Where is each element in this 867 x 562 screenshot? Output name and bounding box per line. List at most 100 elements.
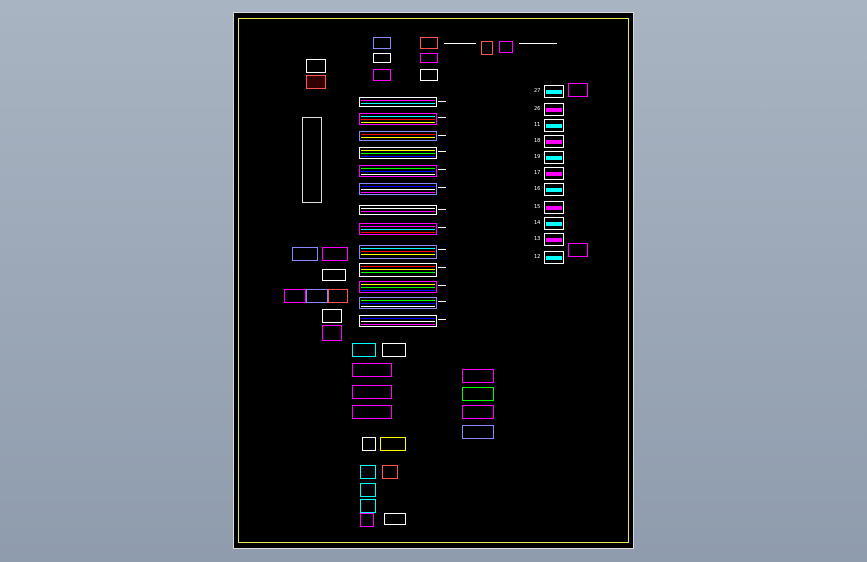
right-detail-block [544,201,564,214]
title-text-line-2 [519,43,557,44]
schematic-leader-line [438,117,446,118]
lower-block-12 [360,513,374,527]
top-block-3 [373,53,391,63]
detail-fill [546,140,562,144]
detail-fill [546,238,562,242]
lower-block-8 [360,465,376,479]
right-row-label: 11 [534,122,541,128]
lower-block-5 [352,405,392,419]
schematic-wire [361,189,435,190]
right-detail-block [544,103,564,116]
cluster-block-4 [284,289,306,303]
schematic-wire [361,251,435,252]
right-detail-block [544,233,564,246]
sheet-border-frame [238,18,629,543]
schematic-wire [361,284,435,285]
cluster-block-2 [322,247,348,261]
right-detail-block [544,135,564,148]
schematic-wire [361,171,435,172]
schematic-leader-line [438,187,446,188]
schematic-row-6 [359,183,437,195]
lower-block-3 [352,363,392,377]
schematic-row-1 [359,97,437,107]
schematic-wire [361,192,435,193]
right-row-label: 12 [534,254,541,260]
detail-fill [546,124,562,128]
schematic-wire [361,254,435,255]
schematic-wire [361,122,435,123]
left-symbol-2 [306,75,326,89]
top-block-7 [481,41,493,55]
detail-fill [546,90,562,94]
lower-block-11 [360,499,376,513]
schematic-wire [361,287,435,288]
detail-fill [546,256,562,260]
schematic-wire [361,226,435,227]
lower-block-9 [382,465,398,479]
cluster-block-7 [322,309,342,323]
schematic-wire [361,156,435,157]
detail-fill [546,172,562,176]
right-detail-block [544,151,564,164]
schematic-wire [361,137,435,138]
right-row-label: 17 [534,170,541,176]
schematic-wire [361,174,435,175]
right-detail-block [544,251,564,264]
schematic-leader-line [438,151,446,152]
schematic-row-2 [359,113,437,125]
right-detail-block [544,217,564,230]
right-detail-block [544,183,564,196]
schematic-row-4 [359,147,437,159]
schematic-leader-line [438,135,446,136]
top-block-2 [420,37,438,49]
schematic-row-7 [359,205,437,215]
detail-fill [546,222,562,226]
schematic-wire [361,248,435,249]
schematic-wire [361,318,435,319]
cluster-block-8 [322,325,342,341]
schematic-wire [361,103,435,104]
right-detail-block [544,167,564,180]
schematic-leader-line [438,209,446,210]
right-lower-block-2 [462,387,494,401]
right-row-label: 13 [534,236,541,242]
schematic-row-11 [359,281,437,293]
top-block-8 [499,41,513,53]
schematic-wire [361,290,435,291]
schematic-wire [361,269,435,270]
schematic-wire [361,300,435,301]
schematic-leader-line [438,227,446,228]
lower-block-7 [380,437,406,451]
right-row-label: 15 [534,204,541,210]
detail-fill [546,156,562,160]
top-block-1 [373,37,391,49]
schematic-wire [361,272,435,273]
top-block-5 [373,69,391,81]
left-vertical-panel [302,117,322,203]
detail-fill [546,108,562,112]
lower-block-1 [352,343,376,357]
right-lower-block-3 [462,405,494,419]
schematic-leader-line [438,301,446,302]
right-lower-block-1 [462,369,494,383]
cluster-block-1 [292,247,318,261]
left-symbol-1 [306,59,326,73]
schematic-wire [361,140,435,141]
right-lower-block-4 [462,425,494,439]
schematic-row-8 [359,223,437,235]
right-extra-block-1 [568,83,588,97]
schematic-wire [361,229,435,230]
detail-fill [546,206,562,210]
schematic-row-9 [359,245,437,259]
schematic-wire [361,208,435,209]
schematic-wire [361,153,435,154]
lower-block-2 [382,343,406,357]
schematic-wire [361,119,435,120]
schematic-wire [361,150,435,151]
schematic-wire [361,303,435,304]
title-text-line-1 [444,43,476,44]
right-row-label: 27 [534,88,541,94]
schematic-leader-line [438,319,446,320]
